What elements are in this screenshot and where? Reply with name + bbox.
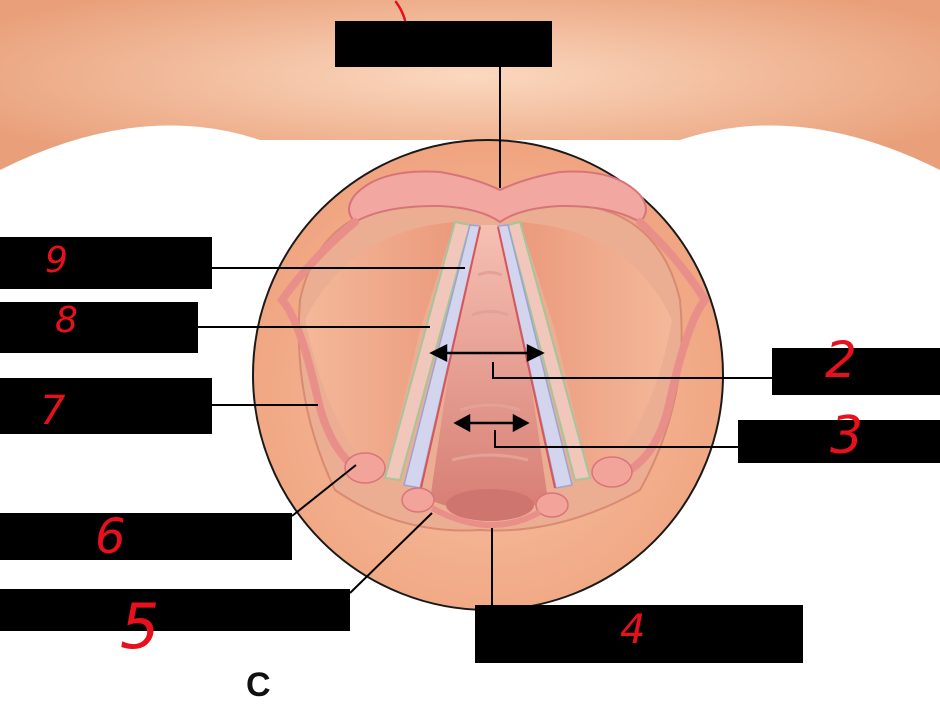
left-corniculate-tubercle (401, 487, 435, 513)
leader-line-5 (349, 512, 433, 594)
label-box-3 (738, 420, 940, 463)
leader-lines (198, 67, 772, 605)
leader-line-6 (291, 464, 357, 517)
label-box-5 (0, 589, 350, 631)
leader-line-2 (492, 362, 772, 379)
panel-letter: C (246, 666, 271, 704)
skin-background (0, 0, 940, 170)
rima-vestibuli-arrow (429, 343, 545, 363)
label-box-2 (772, 348, 940, 395)
right-vocal-fold-edge (497, 226, 556, 489)
handwritten-tick-mark (394, 0, 407, 22)
handwritten-number-4: 4 (620, 607, 646, 653)
handwritten-number-2: 2 (825, 331, 857, 389)
leader-line-3 (494, 430, 738, 448)
left-vestibular-fold (383, 220, 472, 482)
subglottic-opening (446, 489, 534, 521)
aryepiglottic-fold-left (276, 218, 362, 474)
tracheal-rings (451, 271, 529, 462)
right-cuneiform-tubercle (591, 456, 633, 488)
label-box-9 (0, 237, 212, 289)
rima-glottidis-arrow (453, 413, 530, 433)
label-box-7 (0, 378, 212, 434)
right-laryngeal-wall (520, 222, 672, 480)
right-vestibular-fold (506, 220, 592, 482)
label-box-8 (0, 302, 198, 353)
left-cuneiform-tubercle (344, 452, 386, 484)
handwritten-number-5: 5 (120, 590, 160, 663)
interarytenoid-notch (430, 505, 542, 529)
trachea-lumen (430, 225, 548, 513)
handwritten-number-7: 7 (40, 388, 66, 434)
left-vocal-fold-edge (420, 226, 481, 489)
handwritten-number-9: 9 (45, 240, 68, 281)
label-box-4 (475, 605, 803, 663)
label-box-1 (335, 21, 552, 67)
handwritten-number-6: 6 (95, 509, 126, 565)
label-box-6 (0, 513, 292, 560)
right-corniculate-tubercle (535, 492, 569, 518)
handwritten-number-3: 3 (830, 406, 864, 466)
handwritten-number-8: 8 (55, 300, 78, 341)
left-laryngeal-wall (305, 222, 455, 480)
aryepiglottic-fold-right (626, 218, 710, 474)
